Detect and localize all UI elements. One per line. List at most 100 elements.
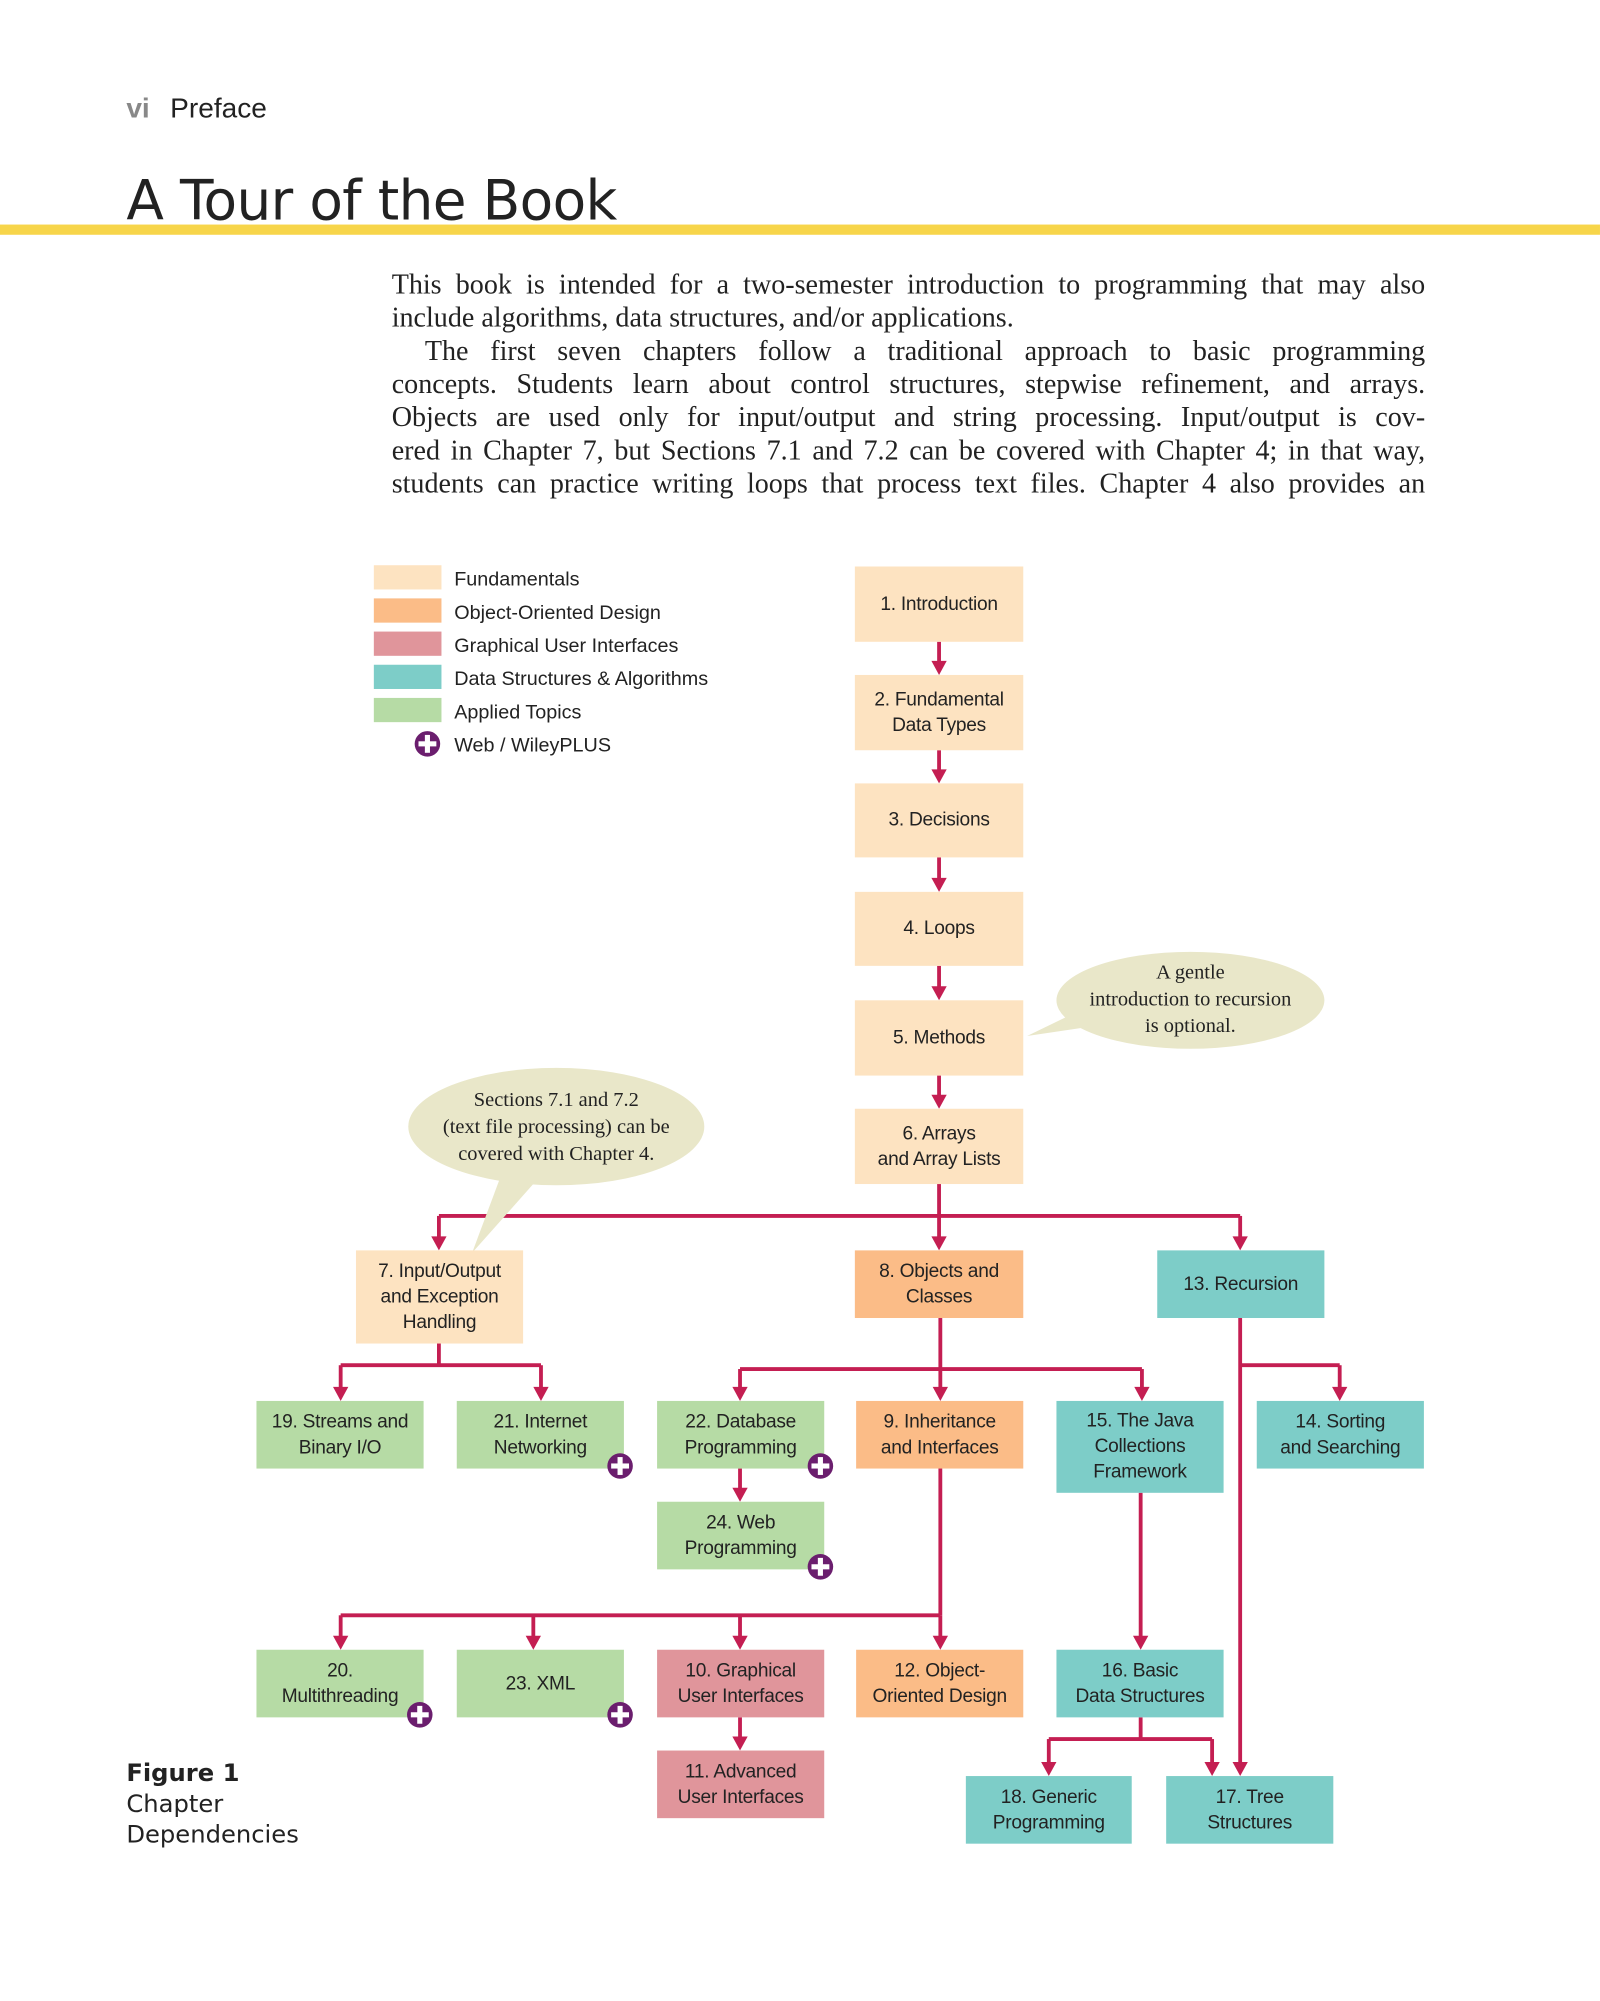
chapter-label-line: 23. XML bbox=[505, 1672, 576, 1694]
chapter-label-line: Multithreading bbox=[281, 1684, 399, 1707]
arrowhead bbox=[1204, 1762, 1220, 1777]
chapter-label-line: 2. Fundamental bbox=[874, 688, 1004, 711]
chapter-label-line: 5. Methods bbox=[892, 1026, 986, 1049]
chapter-label-line: 6. Arrays bbox=[902, 1122, 976, 1144]
chapter-label-line: 17. Tree bbox=[1215, 1785, 1284, 1808]
arrowhead bbox=[931, 986, 947, 1001]
chapter-box-5: 5. Methods bbox=[854, 1000, 1024, 1076]
arrowhead bbox=[932, 1386, 948, 1401]
chapter-label-line: Structures bbox=[1207, 1811, 1293, 1833]
chapter-label-line: 15. The Java bbox=[1086, 1409, 1194, 1432]
arrowhead bbox=[1232, 1762, 1248, 1777]
chapter-label-line: Classes bbox=[905, 1285, 973, 1308]
chapter-box-23: 23. XML bbox=[456, 1649, 624, 1718]
legend-label: Data Structures & Algorithms bbox=[454, 668, 709, 691]
page-title: A Tour of the Book bbox=[126, 169, 617, 234]
chapter-label-line: 19. Streams and bbox=[271, 1410, 409, 1433]
arrowhead bbox=[931, 660, 947, 675]
arrowhead bbox=[931, 769, 947, 784]
bubble-line: A gentle bbox=[1156, 962, 1225, 984]
caption-line: Dependencies bbox=[126, 1820, 299, 1849]
title-rule bbox=[0, 224, 1600, 235]
legend-label: Web / WileyPLUS bbox=[454, 734, 612, 757]
chapter-label-line: 7. Input/Output bbox=[378, 1259, 501, 1282]
arrowhead bbox=[333, 1635, 349, 1650]
intro-paragraph: This book is intended for a two-semester… bbox=[392, 268, 1425, 500]
chapter-label-line: Binary I/O bbox=[298, 1436, 382, 1458]
chapter-label-line: Collections bbox=[1094, 1435, 1186, 1458]
chapter-label-line: and Array Lists bbox=[877, 1147, 1001, 1170]
chapter-box-12: 12. Object- Oriented Design bbox=[856, 1649, 1024, 1718]
arrowhead bbox=[1132, 1635, 1149, 1650]
chapter-label-line: 18. Generic bbox=[1000, 1785, 1097, 1808]
chapter-label-line: Data Types bbox=[892, 713, 987, 736]
page-number: vi bbox=[126, 91, 150, 124]
legend-swatch bbox=[373, 598, 442, 623]
bubble-note: Sections 7.1 and 7.2 (text file processin… bbox=[408, 1087, 704, 1167]
arrowhead bbox=[1134, 1386, 1150, 1401]
bubble-line: (text file processing) can be bbox=[442, 1116, 670, 1139]
chapter-label-line: 1. Introduction bbox=[880, 592, 998, 615]
arrowhead bbox=[932, 1635, 948, 1650]
chapter-label-line: 8. Objects and bbox=[879, 1259, 999, 1282]
chapter-box-4: 4. Loops bbox=[854, 891, 1024, 966]
chapter-label-line: 20. bbox=[327, 1659, 353, 1681]
legend-swatch bbox=[373, 664, 442, 689]
arrowhead bbox=[1332, 1386, 1348, 1401]
arrowhead bbox=[1232, 1236, 1248, 1251]
arrowhead bbox=[431, 1236, 447, 1251]
legend-label: Graphical User Interfaces bbox=[454, 635, 679, 658]
text-line: The first seven chapters follow a tradit… bbox=[424, 334, 1426, 367]
arrowhead bbox=[732, 1386, 748, 1401]
legend-label: Fundamentals bbox=[454, 569, 580, 591]
chapter-label-line: Data Structures bbox=[1075, 1684, 1205, 1707]
text-line: students can practice writing loops that… bbox=[391, 466, 1426, 499]
chapter-label-line: 24. Web bbox=[706, 1511, 776, 1533]
plus-icon bbox=[414, 731, 441, 757]
chapter-label-line: 4. Loops bbox=[903, 917, 975, 940]
arrowhead bbox=[1041, 1762, 1057, 1777]
legend-swatch bbox=[373, 565, 442, 590]
chapter-label-line: 9. Inheritance bbox=[883, 1410, 997, 1433]
arrowhead bbox=[732, 1736, 748, 1751]
arrowhead bbox=[931, 877, 947, 892]
chapter-label-line: Oriented Design bbox=[872, 1684, 1007, 1707]
legend-swatch bbox=[373, 697, 442, 723]
plus-icon bbox=[807, 1554, 834, 1580]
bubble-line: covered with Chapter 4. bbox=[458, 1143, 655, 1165]
chapter-label-line: 10. Graphical bbox=[685, 1659, 796, 1681]
bubble-line: Sections 7.1 and 7.2 bbox=[473, 1089, 639, 1112]
chapter-label-line: User Interfaces bbox=[677, 1785, 804, 1808]
caption-line: Chapter bbox=[126, 1790, 224, 1819]
chapter-box-3: 3. Decisions bbox=[854, 783, 1024, 858]
chapter-label-line: 12. Object- bbox=[894, 1659, 986, 1681]
text-line: This book is intended for a two-semester… bbox=[391, 267, 1426, 300]
arrowhead bbox=[931, 1094, 947, 1109]
plus-icon bbox=[607, 1453, 633, 1479]
chapter-label-line: 22. Database bbox=[685, 1410, 797, 1433]
arrowhead bbox=[732, 1635, 748, 1650]
running-header: vi Preface bbox=[126, 92, 267, 125]
chapter-label-line: and Searching bbox=[1280, 1436, 1401, 1458]
chapter-box-1: 1. Introduction bbox=[854, 566, 1024, 642]
chapter-box-20: 20. Multithreading bbox=[256, 1649, 424, 1718]
text-line: Objects are used only for input/output a… bbox=[391, 400, 1426, 433]
section-name: Preface bbox=[170, 91, 267, 124]
figure-label: Figure 1 bbox=[126, 1759, 240, 1788]
chapter-box-6: 6. Arrays and Array Lists bbox=[854, 1108, 1024, 1185]
bubble-line: is optional. bbox=[1145, 1015, 1236, 1038]
